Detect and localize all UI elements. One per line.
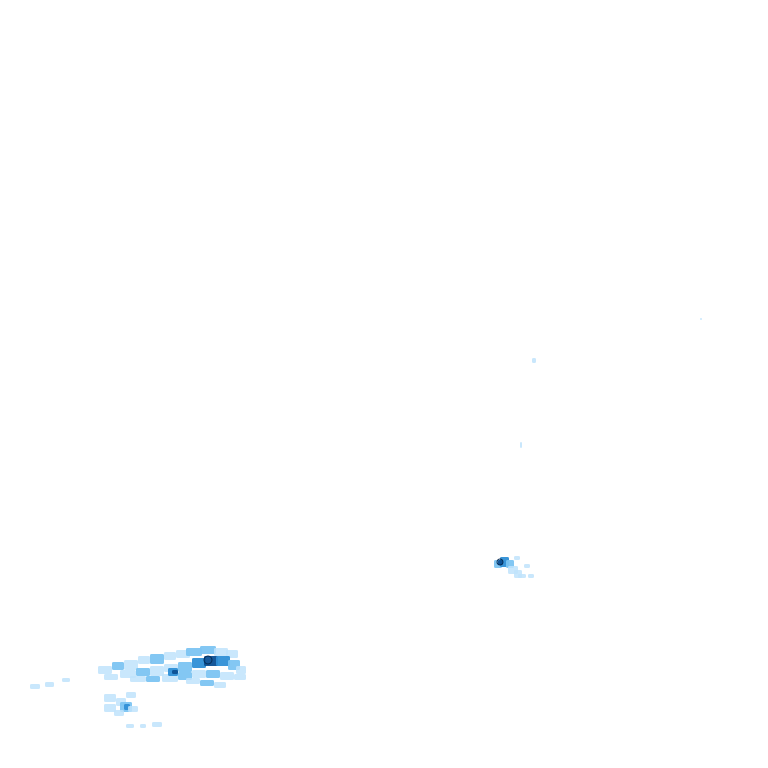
precipitation-cell-level-1 — [126, 724, 134, 728]
precipitation-cell-level-1 — [236, 666, 246, 674]
precipitation-cell-level-2 — [136, 668, 150, 676]
precipitation-cell-level-1 — [124, 660, 138, 670]
precipitation-cell-level-1 — [104, 674, 118, 680]
precipitation-cell-level-1 — [514, 556, 520, 560]
precipitation-cell-level-3 — [216, 656, 230, 666]
precipitation-cell-level-1 — [152, 722, 162, 727]
precipitation-cell-level-3 — [192, 658, 206, 668]
precipitation-cell-level-1 — [518, 574, 526, 578]
precipitation-cell-level-4 — [172, 670, 178, 674]
precipitation-cell-level-1 — [214, 682, 226, 688]
precipitation-cell-level-2 — [146, 676, 160, 682]
precipitation-cell-level-1 — [138, 656, 150, 664]
precipitation-cell-level-1 — [128, 706, 138, 712]
precipitation-cell-level-2 — [112, 662, 124, 670]
precipitation-cell-level-2 — [178, 662, 192, 672]
precipitation-cell-level-1 — [62, 678, 70, 682]
precipitation-cells — [30, 318, 702, 728]
precipitation-cell-level-1 — [45, 682, 54, 687]
precipitation-cell-level-1 — [114, 710, 124, 716]
precipitation-cell-level-1 — [234, 674, 246, 680]
precipitation-cell-level-1 — [226, 650, 238, 658]
precipitation-cell-level-1 — [140, 724, 146, 728]
precipitation-cell-level-1 — [30, 684, 40, 689]
precipitation-cell-level-1 — [104, 704, 116, 712]
precipitation-cell-level-1 — [164, 652, 176, 660]
precipitation-cell-level-2 — [200, 680, 214, 686]
precipitation-cell-level-4 — [498, 560, 503, 565]
precipitation-cell-level-2 — [186, 648, 202, 656]
precipitation-cell-level-1 — [528, 574, 534, 578]
precipitation-cell-level-1 — [186, 678, 200, 684]
precipitation-cell-level-1 — [220, 672, 234, 680]
storm-core-marker — [496, 558, 504, 566]
precipitation-cell-level-1 — [126, 692, 136, 698]
precipitation-cell-level-1 — [520, 442, 522, 448]
precipitation-cell-level-1 — [104, 694, 116, 702]
precipitation-cell-level-1 — [700, 318, 702, 320]
precipitation-cell-level-1 — [532, 358, 536, 363]
precipitation-cell-level-2 — [200, 646, 216, 654]
precipitation-cell-level-2 — [150, 654, 164, 664]
precipitation-cell-level-2 — [206, 670, 220, 678]
precipitation-cell-level-1 — [214, 648, 228, 656]
storm-core-marker — [203, 655, 213, 665]
precipitation-cell-level-1 — [524, 564, 530, 568]
precipitation-cell-level-1 — [130, 676, 146, 682]
precipitation-cell-level-1 — [192, 670, 206, 678]
precipitation-cell-level-1 — [150, 666, 164, 676]
precipitation-cell-level-1 — [98, 666, 112, 674]
